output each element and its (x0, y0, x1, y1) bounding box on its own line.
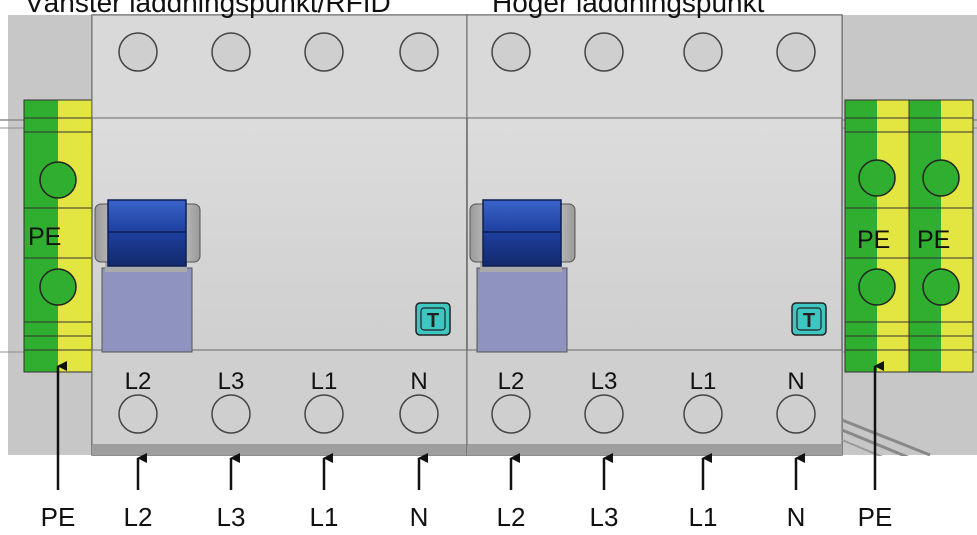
breaker-right: T L2 L3 L1 N (466, 14, 843, 456)
test-button-icon: T (427, 310, 439, 332)
screw-icon (491, 394, 531, 434)
terminal-label: L1 (311, 368, 338, 395)
terminal-label: N (787, 368, 804, 395)
bottom-label: L1 (310, 502, 339, 532)
bottom-label: L2 (497, 502, 526, 532)
screw-icon (304, 32, 344, 72)
terminal-label: L1 (690, 368, 717, 395)
screw-icon (304, 394, 344, 434)
screw-icon (858, 159, 896, 197)
bottom-labels: PE L2 L3 L1 N L2 L3 L1 N PE (41, 502, 893, 532)
bottom-label: N (787, 502, 806, 532)
screw-icon (584, 394, 624, 434)
left-charging-point-title: Vänster laddningspunkt/RFID (25, 0, 391, 18)
screw-icon (118, 32, 158, 72)
screw-icon (211, 394, 251, 434)
bottom-label: L3 (217, 502, 246, 532)
terminal-label: L2 (125, 368, 152, 395)
screw-icon (922, 159, 960, 197)
screw-icon (683, 394, 723, 434)
screw-icon (399, 32, 439, 72)
screw-icon (776, 394, 816, 434)
test-button[interactable]: T (791, 302, 827, 336)
bottom-label: PE (41, 502, 76, 532)
screw-icon (211, 32, 251, 72)
top-screw-row (118, 32, 439, 72)
lever-switch-icon[interactable] (469, 199, 576, 353)
screw-icon (584, 32, 624, 72)
screw-icon (118, 394, 158, 434)
arrows (56, 361, 884, 490)
pe-terminal-block-right: PE PE (844, 99, 974, 373)
screw-icon (922, 268, 960, 306)
pe-block-label: PE (28, 223, 61, 251)
bottom-label: L2 (124, 502, 153, 532)
bottom-label: N (410, 502, 429, 532)
breaker-left: T L2 L3 L1 N (91, 14, 468, 456)
terminal-label: L3 (218, 368, 245, 395)
top-screw-row (491, 32, 816, 72)
screw-icon (39, 161, 77, 199)
title-band (0, 0, 977, 13)
bottom-label: L3 (590, 502, 619, 532)
lever-switch-icon[interactable] (94, 199, 201, 353)
screw-icon (491, 32, 531, 72)
bottom-label: L1 (689, 502, 718, 532)
bottom-label: PE (858, 502, 893, 532)
test-button-icon: T (803, 310, 815, 332)
pe-block-label: PE (917, 226, 950, 254)
screw-icon (683, 32, 723, 72)
test-button[interactable]: T (415, 302, 451, 336)
terminal-label: L2 (498, 368, 525, 395)
terminal-label: L3 (591, 368, 618, 395)
right-charging-point-title: Höger laddningspunkt (492, 0, 765, 18)
pe-block-label: PE (857, 226, 890, 254)
label-band (0, 456, 977, 535)
terminal-label: N (410, 368, 427, 395)
screw-icon (399, 394, 439, 434)
screw-icon (858, 268, 896, 306)
screw-icon (776, 32, 816, 72)
screw-icon (39, 268, 77, 306)
pe-terminal-block-left: PE (23, 99, 93, 373)
